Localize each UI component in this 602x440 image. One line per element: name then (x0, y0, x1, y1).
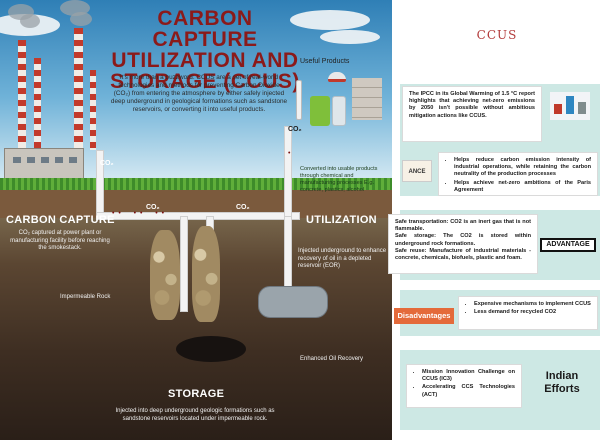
cloud (320, 30, 380, 44)
effort-item: Accelerating CCS Technologies (ACT) (422, 384, 515, 398)
storage-heading: STORAGE (168, 388, 225, 400)
eor-text: Injected underground to enhance recovery… (298, 248, 387, 269)
co2-label: CO₂ (100, 160, 114, 167)
impermeable-rock-label: Impermeable Rock (60, 294, 111, 300)
advantages-box: Safe transportation: CO2 is an inert gas… (388, 214, 538, 274)
benefit-item: Helps reduce carbon emission intensity o… (454, 157, 591, 179)
smoke (70, 12, 92, 26)
eor-pipe (284, 216, 292, 290)
benefit-item: Helps achieve net-zero ambitions of the … (454, 180, 591, 194)
storage-pipe-1 (180, 216, 188, 312)
plastic-bottle-icon (332, 96, 346, 126)
disadvantages-box: Expensive mechanisms to implement CCUS L… (458, 296, 598, 330)
advantage-tag: ADVANTAGE (540, 238, 596, 252)
infographic-title: CARBON CAPTURE UTILIZATION AND STORAGE (… (110, 7, 300, 93)
benefits-box: Helps reduce carbon emission intensity o… (438, 152, 598, 196)
cloud (290, 10, 370, 30)
oil-reservoir (258, 286, 328, 318)
disadvantages-list: Expensive mechanisms to implement CCUS L… (465, 301, 591, 316)
ccus-infographic: CARBON CAPTURE UTILIZATION AND STORAGE (… (0, 0, 392, 440)
carbon-capture-heading: CARBON CAPTURE (6, 214, 115, 226)
smoke (20, 14, 40, 28)
ipcc-note: The IPCC in its Global Warming of 1.5 °C… (402, 86, 542, 142)
benefits-list: Helps reduce carbon emission intensity o… (445, 157, 591, 194)
transport-pipe (96, 212, 300, 220)
enhanced-oil-recovery-label: Enhanced Oil Recovery (300, 356, 364, 362)
co2-label: CO₂ (236, 204, 250, 211)
useful-products-label: Useful Products (300, 58, 350, 65)
co2-particles: • (288, 150, 292, 157)
co2-reservoir (176, 336, 246, 362)
advantage-text: CO2 is an inert gas that is not flammabl… (395, 219, 531, 233)
bottle-icon (296, 80, 302, 120)
intro-text: It's more than a buzzword: CCUS are a se… (110, 74, 288, 113)
advantage-heading: Safe reuse: (395, 247, 427, 254)
chimney (90, 70, 96, 150)
carbon-capture-text: CO₂ captured at power plant or manufactu… (10, 230, 110, 251)
indian-efforts-box: Mission Innovation Challenge on CCUS (IC… (406, 364, 522, 408)
utilization-pipe (284, 126, 292, 220)
co2-label: CO₂ (288, 126, 302, 133)
people-illustration (550, 92, 590, 120)
panel-title: CCUS (476, 28, 518, 42)
advantage-heading: Safe transportation: (395, 219, 449, 225)
indian-efforts-label: Indian Efforts (544, 370, 580, 395)
chimney (34, 58, 41, 150)
chimney (74, 28, 83, 150)
advantage-heading: Safe storage: (395, 233, 437, 240)
converted-products-text: Converted into usable products through c… (300, 166, 378, 193)
indian-efforts-list: Mission Innovation Challenge on CCUS (IC… (413, 369, 515, 399)
advantage-text: The CO2 is stored within underground roc… (395, 233, 531, 247)
disadvantage-item: Expensive mechanisms to implement CCUS (474, 301, 591, 308)
utilization-heading: UTILIZATION (306, 214, 377, 226)
impermeable-rock (150, 230, 180, 320)
co2-particles: • • • • • • (112, 210, 166, 217)
disadvantages-tag: Disadvantages (394, 308, 454, 324)
impermeable-rock (192, 226, 220, 322)
co2-label: CO₂ (146, 204, 160, 211)
advantage-text: Manufacture of industrial materials - co… (395, 247, 531, 262)
jerrycan-icon (310, 96, 330, 126)
effort-item: Mission Innovation Challenge on CCUS (IC… (422, 369, 515, 383)
disadvantage-item: Less demand for recycled CO2 (474, 309, 591, 316)
shoe-icon (328, 72, 346, 82)
balance-blocks-image: ANCE (402, 160, 432, 182)
ccus-summary-panel: CCUS The IPCC in its Global Warming of 1… (388, 0, 602, 440)
chimney (18, 40, 26, 150)
concrete-blocks-icon (352, 78, 382, 120)
storage-text: Injected into deep underground geologic … (115, 408, 275, 422)
